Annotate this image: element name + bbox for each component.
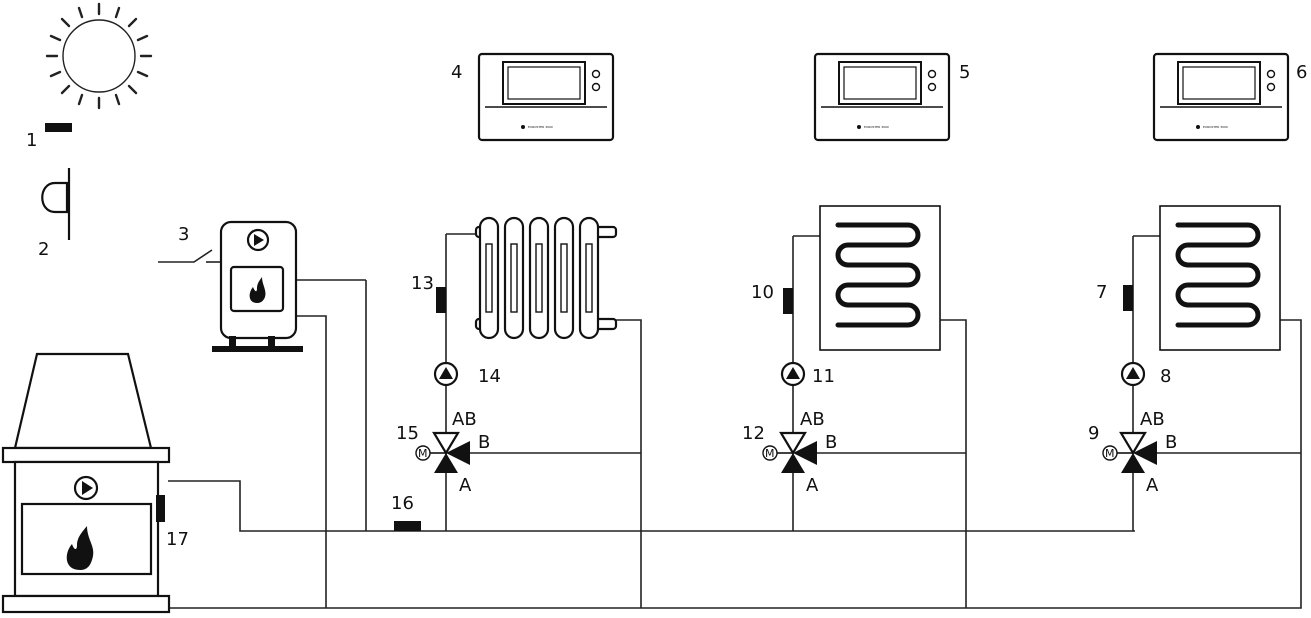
label-16: 16 [391,493,414,514]
controller-6: EUROSTER 3000 [1152,52,1290,142]
return-pipe [168,315,1302,609]
svg-text:M: M [765,447,775,460]
port-b-9: B [1165,432,1177,453]
label-10: 10 [751,282,774,303]
label-17: 17 [166,529,189,550]
boiler-sensor-17 [156,495,165,522]
circuit-sensor-7 [1123,285,1133,311]
sun-icon [45,2,153,110]
circuit-sensor-10 [783,288,793,314]
circuit-pump-11 [780,361,806,387]
fireplace-pump-icon [73,475,99,501]
svg-text:M: M [418,447,428,460]
circuit-pump-14 [433,361,459,387]
port-ab-9: AB [1140,409,1165,430]
underfloor-panel-2 [819,205,941,351]
label-3: 3 [178,224,189,245]
outdoor-sensor-1 [45,123,72,132]
label-9: 9 [1088,423,1099,444]
svg-text:M: M [1105,447,1115,460]
label-6: 6 [1296,62,1307,83]
mixing-valve-9: M [1102,431,1157,473]
mixing-valve-12: M [762,431,817,473]
controller-5: EUROSTER 3000 [813,52,951,142]
port-a-15: A [459,475,472,496]
controller-4: EUROSTER 3000 [477,52,615,142]
supply-pipe [168,233,1160,532]
underfloor-panel-3 [1159,205,1281,351]
port-ab-15: AB [452,409,477,430]
label-12: 12 [742,423,765,444]
label-4: 4 [451,62,462,83]
label-1: 1 [26,130,37,151]
svg-text:EUROSTER 3000: EUROSTER 3000 [1203,125,1228,129]
port-ab-12: AB [800,409,825,430]
label-15: 15 [396,423,419,444]
port-a-12: A [806,475,819,496]
svg-text:EUROSTER 3000: EUROSTER 3000 [528,125,553,129]
mixing-valve-15: M [415,431,470,473]
radiator [474,216,618,340]
label-11: 11 [812,366,835,387]
port-b-15: B [478,432,490,453]
circuit-sensor-13 [436,287,446,313]
boiler-pump-icon [246,228,270,252]
port-b-12: B [825,432,837,453]
label-14: 14 [478,366,501,387]
label-7: 7 [1096,282,1107,303]
svg-text:EUROSTER 3000: EUROSTER 3000 [864,125,889,129]
secondary-boiler [158,220,303,352]
port-a-9: A [1146,475,1159,496]
label-8: 8 [1160,366,1171,387]
label-13: 13 [411,273,434,294]
circuit-pump-8 [1120,361,1146,387]
fireplace-boiler [1,352,171,614]
label-2: 2 [38,239,49,260]
label-5: 5 [959,62,970,83]
supply-sensor-16 [394,521,421,531]
room-sensor-2 [41,168,71,240]
